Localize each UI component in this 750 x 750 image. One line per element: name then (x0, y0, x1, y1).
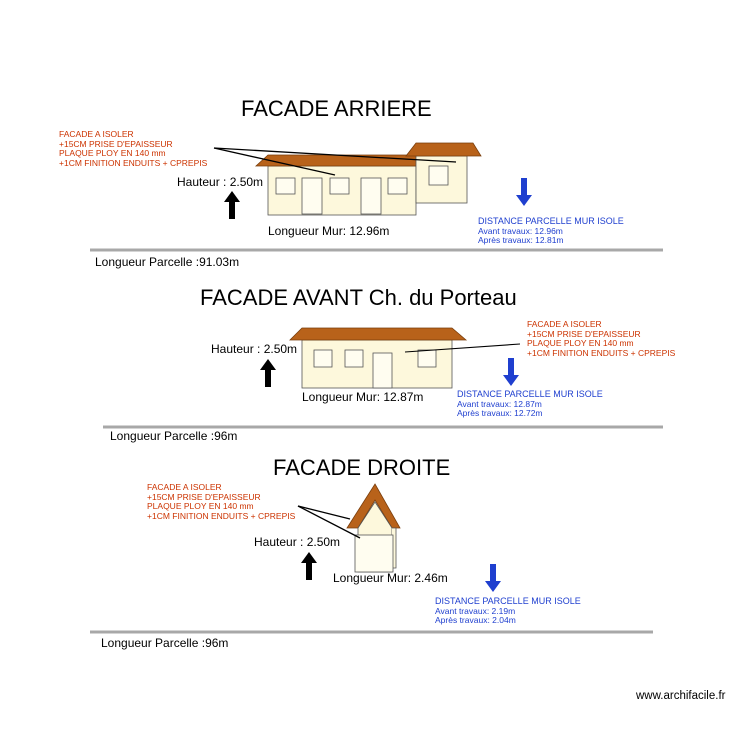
section-title: FACADE ARRIERE (241, 96, 432, 121)
height-label: Hauteur : 2.50m (254, 535, 341, 549)
note-line: FACADE A ISOLER (147, 482, 222, 492)
door (354, 534, 394, 573)
window (329, 177, 350, 195)
distance-arrow-icon (503, 358, 519, 386)
note-line: +1CM FINITION ENDUITS + CPREPIS (147, 510, 296, 521)
door (360, 177, 382, 215)
distance-before: Avant travaux: 12.96m (478, 225, 563, 236)
distance-heading: DISTANCE PARCELLE MUR ISOLE (435, 596, 581, 606)
distance-arrow-icon (516, 178, 532, 206)
distance-before: Avant travaux: 2.19m (435, 605, 516, 616)
note-line: PLAQUE PLOY EN 140 mm (59, 148, 166, 158)
window (313, 349, 333, 368)
note-line: +15CM PRISE D'EPAISSEUR (527, 328, 641, 339)
distance-info: DISTANCE PARCELLE MUR ISOLE Avant travau… (435, 596, 581, 626)
distance-after: Après travaux: 12.72m (457, 408, 543, 418)
window (275, 177, 296, 195)
note-line: FACADE A ISOLER (59, 129, 134, 139)
window (428, 165, 449, 186)
distance-heading: DISTANCE PARCELLE MUR ISOLE (478, 216, 624, 226)
facade-avant-drawing (103, 327, 663, 429)
height-label: Hauteur : 2.50m (177, 175, 264, 189)
credit-text: www.archifacile.fr (636, 690, 726, 702)
insulation-note: FACADE A ISOLER +15CM PRISE D'EPAISSEUR … (59, 129, 208, 168)
wall-length-label: Longueur Mur: 12.96m (268, 224, 390, 238)
note-line: PLAQUE PLOY EN 140 mm (147, 501, 254, 511)
distance-before: Avant travaux: 12.87m (457, 398, 542, 409)
insulation-note: FACADE A ISOLER +15CM PRISE D'EPAISSEUR … (147, 482, 296, 521)
note-line: +1CM FINITION ENDUITS + CPREPIS (59, 157, 208, 168)
note-line: +15CM PRISE D'EPAISSEUR (59, 138, 173, 149)
parcel-length-label: Longueur Parcelle :91.03m (95, 255, 240, 269)
note-line: +15CM PRISE D'EPAISSEUR (147, 491, 261, 502)
distance-info: DISTANCE PARCELLE MUR ISOLE Avant travau… (457, 389, 603, 419)
wall-length-label: Longueur Mur: 2.46m (333, 571, 448, 585)
distance-after: Après travaux: 2.04m (435, 615, 516, 625)
door (301, 177, 323, 215)
height-label: Hauteur : 2.50m (211, 342, 298, 356)
annex-roof (405, 142, 482, 157)
section-title: FACADE DROITE (273, 455, 451, 480)
distance-after: Après travaux: 12.81m (478, 235, 564, 245)
facade-arriere-drawing (90, 142, 663, 252)
parcel-length-label: Longueur Parcelle :96m (101, 636, 229, 650)
distance-arrow-icon (485, 564, 501, 592)
door (372, 352, 393, 389)
note-line: +1CM FINITION ENDUITS + CPREPIS (527, 347, 676, 358)
parcel-length-label: Longueur Parcelle :96m (110, 429, 238, 443)
section-title: FACADE AVANT Ch. du Porteau (200, 285, 517, 310)
gable-roof (346, 483, 401, 529)
window (344, 349, 364, 368)
note-line: FACADE A ISOLER (527, 319, 602, 329)
note-line: PLAQUE PLOY EN 140 mm (527, 338, 634, 348)
main-house-roof (254, 154, 436, 167)
height-arrow-icon (301, 552, 317, 580)
height-arrow-icon (260, 359, 276, 387)
insulation-note: FACADE A ISOLER +15CM PRISE D'EPAISSEUR … (527, 319, 676, 358)
house-roof (289, 327, 468, 341)
height-arrow-icon (224, 191, 240, 219)
wall-length-label: Longueur Mur: 12.87m (302, 390, 424, 404)
distance-info: DISTANCE PARCELLE MUR ISOLE Avant travau… (478, 216, 624, 246)
window (387, 177, 408, 195)
facade-droite-drawing (90, 483, 653, 634)
distance-heading: DISTANCE PARCELLE MUR ISOLE (457, 389, 603, 399)
window (417, 349, 437, 368)
